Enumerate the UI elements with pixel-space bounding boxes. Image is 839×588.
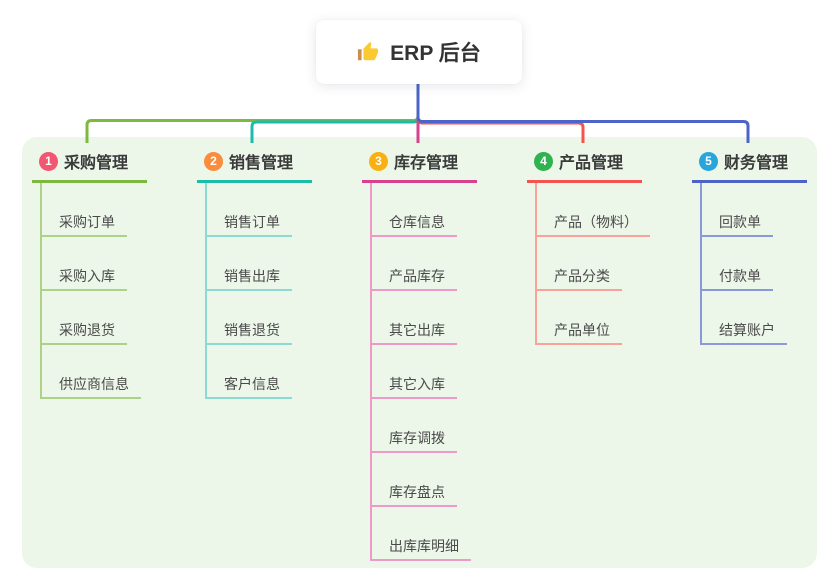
mindmap-node-item[interactable]: 采购入库 — [42, 237, 127, 291]
connector-branch-5 — [416, 84, 750, 143]
mindmap-node-item[interactable]: 库存盘点 — [372, 453, 457, 507]
branch-node-1[interactable]: 1 采购管理 — [32, 146, 147, 183]
branch-1: 1 采购管理采购订单采购入库采购退货供应商信息 — [32, 146, 147, 399]
branch-number-badge: 1 — [39, 151, 58, 171]
branch-2: 2 销售管理销售订单销售出库销售退货客户信息 — [197, 146, 312, 399]
mindmap-node-item[interactable]: 产品库存 — [372, 237, 457, 291]
branch-children: 仓库信息产品库存其它出库其它入库库存调拨库存盘点出库库明细 — [370, 183, 471, 561]
mindmap-node-item[interactable]: 产品（物料） — [537, 183, 650, 237]
branch-number-badge: 3 — [369, 151, 388, 171]
root-node-title: ERP 后台 — [390, 42, 481, 65]
branch-4: 4 产品管理产品（物料）产品分类产品单位 — [527, 146, 650, 345]
mindmap-node-item[interactable]: 结算账户 — [702, 291, 787, 345]
mindmap-node-item[interactable]: 采购退货 — [42, 291, 127, 345]
branch-children: 回款单付款单结算账户 — [700, 183, 787, 345]
branch-5: 5 财务管理回款单付款单结算账户 — [692, 146, 807, 345]
mindmap-node-item[interactable]: 产品分类 — [537, 237, 622, 291]
branch-children: 采购订单采购入库采购退货供应商信息 — [40, 183, 141, 399]
mindmap-node-item[interactable]: 销售订单 — [207, 183, 292, 237]
mindmap-node-item[interactable]: 采购订单 — [42, 183, 127, 237]
mindmap-node-item[interactable]: 其它出库 — [372, 291, 457, 345]
mindmap-node-item[interactable]: 销售出库 — [207, 237, 292, 291]
branch-node-5[interactable]: 5 财务管理 — [692, 146, 807, 183]
root-node-erp[interactable]: ERP 后台 — [316, 20, 522, 84]
mindmap-node-item[interactable]: 仓库信息 — [372, 183, 457, 237]
mindmap-node-item[interactable]: 销售退货 — [207, 291, 292, 345]
branch-label: 财务管理 — [724, 155, 789, 172]
mindmap-node-item[interactable]: 付款单 — [702, 237, 773, 291]
branch-label: 销售管理 — [229, 155, 294, 172]
mindmap-node-item[interactable]: 出库库明细 — [372, 507, 471, 561]
branch-number-badge: 2 — [204, 151, 223, 171]
branch-node-3[interactable]: 3 库存管理 — [362, 146, 477, 183]
branch-children: 销售订单销售出库销售退货客户信息 — [205, 183, 292, 399]
branch-number-badge: 4 — [534, 151, 553, 171]
branch-number-badge: 5 — [699, 151, 718, 171]
mindmap-node-item[interactable]: 其它入库 — [372, 345, 457, 399]
branch-node-4[interactable]: 4 产品管理 — [527, 146, 642, 183]
mindmap-node-item[interactable]: 客户信息 — [207, 345, 292, 399]
branch-node-2[interactable]: 2 销售管理 — [197, 146, 312, 183]
mindmap-node-item[interactable]: 库存调拨 — [372, 399, 457, 453]
mindmap-node-item[interactable]: 供应商信息 — [42, 345, 141, 399]
branch-label: 产品管理 — [559, 155, 624, 172]
branch-label: 库存管理 — [394, 155, 459, 172]
branch-children: 产品（物料）产品分类产品单位 — [535, 183, 650, 345]
branch-label: 采购管理 — [64, 155, 129, 172]
mindmap-node-item[interactable]: 产品单位 — [537, 291, 622, 345]
branches-background-panel — [22, 137, 817, 568]
mindmap-node-item[interactable]: 回款单 — [702, 183, 773, 237]
thumbs-up-icon — [358, 41, 379, 61]
branch-3: 3 库存管理仓库信息产品库存其它出库其它入库库存调拨库存盘点出库库明细 — [362, 146, 477, 561]
